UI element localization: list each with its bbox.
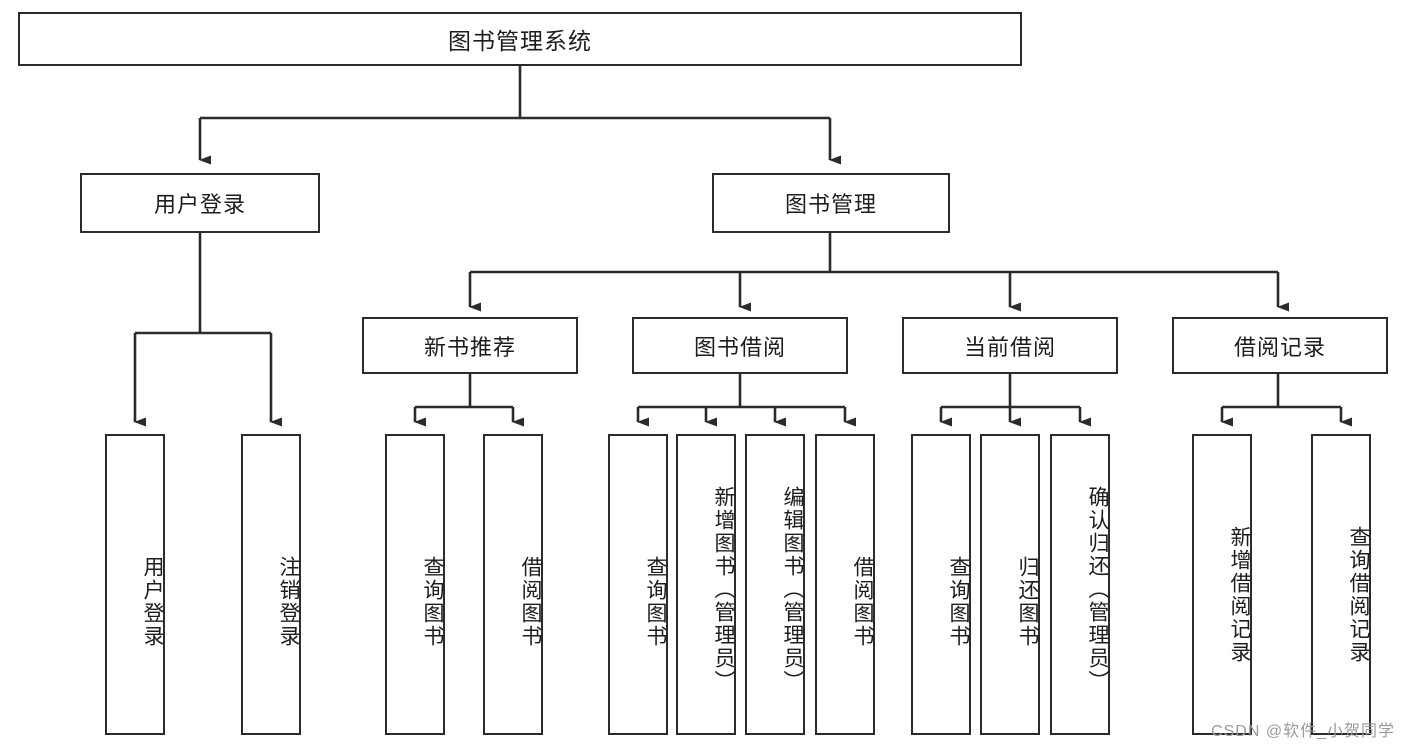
node-root[interactable]: 图书管理系统 [18, 12, 1022, 66]
node-current-borrow[interactable]: 当前借阅 [902, 317, 1118, 374]
node-label: 新书推荐 [423, 334, 516, 360]
watermark: CSDN @软件_小贺同学 [1211, 723, 1395, 740]
node-label: 用户登录 [153, 192, 246, 217]
leaf-add-book-admin[interactable]: 新增图书（管理员） [676, 434, 736, 735]
node-label: 借阅图书 [851, 555, 874, 648]
node-label: 图书管理 [784, 192, 877, 217]
node-label: 借阅记录 [1233, 334, 1326, 360]
node-book-management[interactable]: 图书管理 [712, 173, 950, 233]
node-book-borrow[interactable]: 图书借阅 [632, 317, 848, 374]
leaf-edit-book-admin[interactable]: 编辑图书（管理员） [745, 434, 805, 735]
leaf-borrow-book-recommend[interactable]: 借阅图书 [483, 434, 543, 735]
node-label: 归还图书 [1016, 555, 1039, 648]
node-label: 注销登录 [277, 555, 300, 648]
leaf-borrow-book[interactable]: 借阅图书 [815, 434, 875, 735]
node-label: 新增图书（管理员） [712, 486, 735, 693]
node-label: 图书借阅 [693, 334, 786, 360]
node-label: 确认归还（管理员） [1086, 486, 1109, 693]
node-label: 当前借阅 [963, 334, 1056, 360]
node-label: 用户登录 [141, 555, 164, 648]
node-label: 新增借阅记录 [1228, 525, 1251, 664]
node-label: 编辑图书（管理员） [781, 486, 804, 693]
leaf-query-book-recommend[interactable]: 查询图书 [385, 434, 445, 735]
node-label: 借阅图书 [519, 555, 542, 648]
leaf-query-book-borrow[interactable]: 查询图书 [608, 434, 668, 735]
node-label: 查询借阅记录 [1347, 525, 1370, 664]
leaf-query-borrow-record[interactable]: 查询借阅记录 [1311, 434, 1371, 735]
node-new-book-recommend[interactable]: 新书推荐 [362, 317, 578, 374]
leaf-user-login[interactable]: 用户登录 [105, 434, 165, 735]
node-label: 查询图书 [421, 555, 444, 648]
leaf-logout[interactable]: 注销登录 [241, 434, 301, 735]
leaf-return-book[interactable]: 归还图书 [980, 434, 1040, 735]
leaf-confirm-return-admin[interactable]: 确认归还（管理员） [1050, 434, 1110, 735]
leaf-add-borrow-record[interactable]: 新增借阅记录 [1192, 434, 1252, 735]
node-label: 图书管理系统 [448, 28, 592, 54]
leaf-query-book-current[interactable]: 查询图书 [911, 434, 971, 735]
node-label: 查询图书 [947, 555, 970, 648]
node-borrow-record[interactable]: 借阅记录 [1172, 317, 1388, 374]
node-label: 查询图书 [644, 555, 667, 648]
node-user-login[interactable]: 用户登录 [80, 173, 320, 233]
